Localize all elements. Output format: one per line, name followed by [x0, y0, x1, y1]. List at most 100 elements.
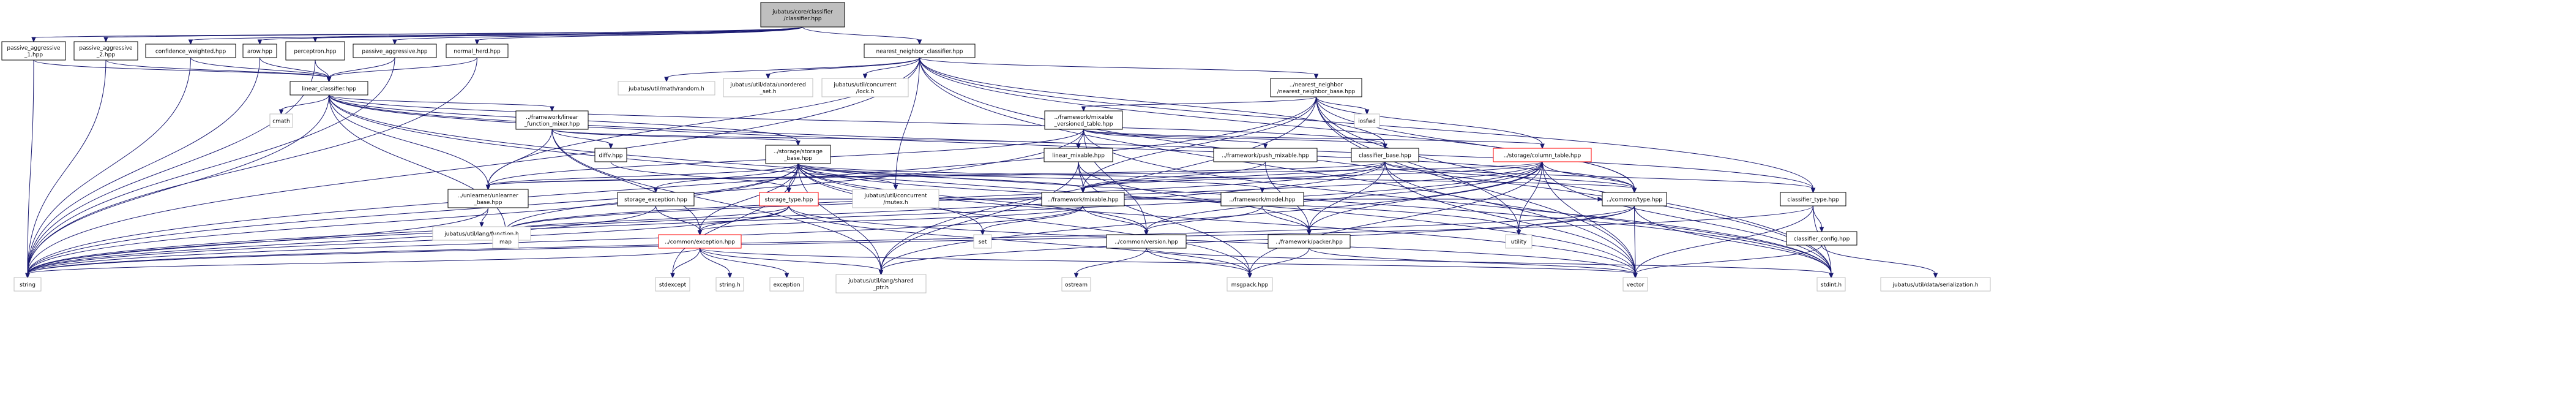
- edge-nnc-to-unset: [766, 57, 920, 80]
- edge-arrowhead: [878, 270, 884, 276]
- node-label: ../unlearner/unlearner: [458, 193, 518, 199]
- node-jubatus-util-math-random-h: jubatus/util/math/random.h: [618, 81, 715, 96]
- node-label: passive_aggressive.hpp: [362, 49, 427, 55]
- node-passive-aggressive-hpp[interactable]: passive_aggressive.hpp: [353, 44, 437, 58]
- edge-nnb-to-stdint: [1316, 96, 1834, 279]
- node-framework-mixable-hpp[interactable]: ../framework/mixable.hpp: [1041, 192, 1125, 206]
- node-label: map: [499, 240, 512, 246]
- edge-cexc-to-exception: [700, 248, 790, 279]
- node-framework-mixable-versioned-table-hpp[interactable]: ../framework/mixable_versioned_table.hpp: [1044, 110, 1123, 130]
- node-classifier-config-hpp[interactable]: classifier_config.hpp: [1786, 231, 1857, 246]
- edge-mvt-to-pushmix: [1083, 129, 1268, 150]
- edge-arrowhead: [1081, 106, 1086, 112]
- node-framework-packer-hpp[interactable]: ../framework/packer.hpp: [1267, 234, 1351, 249]
- edge-arrowhead: [1263, 143, 1268, 150]
- node-framework-model-hpp[interactable]: ../framework/model.hpp: [1220, 192, 1304, 206]
- node-nearest-neighbor-classifier-hpp[interactable]: nearest_neighbor_classifier.hpp: [864, 44, 976, 58]
- edge-arrowhead: [796, 140, 801, 146]
- node-common-exception-hpp[interactable]: ../common/exception.hpp: [658, 234, 742, 249]
- node-label: string: [20, 282, 35, 289]
- node-label: perceptron.hpp: [294, 49, 336, 55]
- edge-lc-to-lfm: [329, 94, 554, 112]
- node-box: [759, 192, 819, 206]
- edge-lc-to-cmath: [278, 94, 329, 115]
- node-passive-aggressive-2-hpp[interactable]: passive_aggressive_2.hpp: [73, 41, 138, 61]
- node-storage-type-hpp[interactable]: storage_type.hpp: [759, 192, 819, 206]
- edge-root-to-pa: [392, 26, 803, 45]
- node-passive-aggressive-1-hpp[interactable]: passive_aggressive_1.hpp: [1, 41, 66, 61]
- node-box: [1106, 234, 1187, 249]
- node-box: [492, 234, 519, 249]
- node-common-version-hpp[interactable]: ../common/version.hpp: [1106, 234, 1187, 249]
- node-perceptron-hpp[interactable]: perceptron.hpp: [285, 41, 345, 61]
- node-label: ../framework/linear: [526, 115, 578, 121]
- edge-root-to-perc: [313, 26, 803, 43]
- node-linear-mixable-hpp[interactable]: linear_mixable.hpp: [1043, 148, 1113, 162]
- node-label: _set.h: [760, 89, 777, 95]
- edge-stype-to-ctype: [818, 197, 1603, 202]
- node-box: [1816, 277, 1846, 292]
- edge-arrowhead: [1313, 74, 1319, 80]
- edge-root-to-arow: [257, 26, 803, 45]
- node-box: [864, 44, 976, 58]
- node-storage-storage-base-hpp[interactable]: ../storage/storage_base.hpp: [765, 145, 831, 164]
- node-box: [760, 2, 845, 28]
- edge-stype-to-cexc: [697, 205, 790, 236]
- node-box: [515, 110, 589, 130]
- edge-coltbl-to-msgpack: [1247, 161, 1543, 279]
- node-arow-hpp[interactable]: arow.hpp: [242, 44, 277, 58]
- node-label: normal_herd.hpp: [454, 49, 501, 55]
- edge-arow-to-lc: [259, 57, 332, 83]
- edge-ub-to-func: [479, 207, 488, 228]
- node-label: exception: [774, 282, 801, 289]
- edge-nnc-to-random: [664, 57, 920, 83]
- node-label: ../framework/mixable: [1054, 115, 1113, 121]
- edge-arrowhead: [670, 273, 675, 279]
- node-unlearner-unlearner-base-hpp[interactable]: ../unlearner/unlearner_base.hpp: [447, 189, 529, 208]
- edge-pa2-to-lc: [105, 59, 332, 83]
- edge-arrowhead: [31, 37, 36, 43]
- node-framework-push-mixable-hpp[interactable]: ../framework/push_mixable.hpp: [1213, 148, 1318, 162]
- node-box: [655, 277, 690, 292]
- node-box: [1267, 234, 1351, 249]
- node-common-type-hpp[interactable]: ../common/type.hpp: [1602, 192, 1667, 206]
- edge-arrowhead: [1073, 273, 1079, 279]
- node-box: [618, 81, 715, 96]
- node-classifier-type-hpp[interactable]: classifier_type.hpp: [1780, 192, 1846, 206]
- node-box: [1602, 192, 1667, 206]
- node-normal-herd-hpp[interactable]: normal_herd.hpp: [446, 44, 509, 58]
- node-label: diffv.hpp: [599, 153, 622, 159]
- edge-clscfg-to-serial: [1821, 244, 1938, 279]
- node-storage-exception-hpp[interactable]: storage_exception.hpp: [617, 192, 695, 206]
- node-box: [1351, 148, 1419, 162]
- node-jubatus-util-data-serialization-h: jubatus/util/data/serialization.h: [1880, 277, 1991, 292]
- node-jubatus-core-classifier-classifier-hpp[interactable]: jubatus/core/classifier/classifier.hpp: [760, 2, 845, 28]
- node-framework-linear-function-mixer-hpp[interactable]: ../framework/linear_function_mixer.hpp: [515, 110, 589, 130]
- edge-arrowhead: [1597, 197, 1603, 202]
- node-label: stdint.h: [1821, 282, 1842, 289]
- node-storage-column-table-hpp[interactable]: ../storage/column_table.hpp: [1493, 148, 1592, 162]
- node-linear-classifier-hpp[interactable]: linear_classifier.hpp: [289, 81, 368, 96]
- node-confidence-weighted-hpp[interactable]: confidence_weighted.hpp: [145, 44, 236, 58]
- node-box: [1220, 192, 1304, 206]
- edge-arrowhead: [103, 37, 108, 43]
- edge-arrowhead: [474, 39, 480, 45]
- edge-fmodel-to-cver: [1144, 205, 1263, 236]
- edge-arrowhead: [257, 39, 263, 45]
- node-nearest-neighbor-nearest-neighbor-base-hpp[interactable]: ../nearest_neighbor/nearest_neighbor_bas…: [1270, 78, 1362, 97]
- edge-nnc-to-lock: [862, 57, 920, 80]
- node-label: jubatus/util/concurrent: [864, 193, 927, 199]
- edge-arrowhead: [893, 184, 898, 191]
- node-box: [1354, 113, 1380, 128]
- edge-arrowhead: [980, 230, 985, 236]
- edge-arrowhead: [485, 184, 491, 191]
- edge-fmodel-to-packer: [1262, 205, 1312, 236]
- node-label: utility: [1511, 240, 1527, 246]
- edge-arrowhead: [1540, 143, 1545, 150]
- edge-ssb-to-sexc: [653, 163, 799, 194]
- node-label: ../storage/storage: [774, 149, 823, 155]
- node-label: ../common/type.hpp: [1607, 197, 1662, 203]
- node-diffv-hpp[interactable]: diffv.hpp: [594, 148, 627, 162]
- node-classifier-base-hpp[interactable]: classifier_base.hpp: [1351, 148, 1419, 162]
- node-label: /nearest_neighbor_base.hpp: [1277, 89, 1356, 95]
